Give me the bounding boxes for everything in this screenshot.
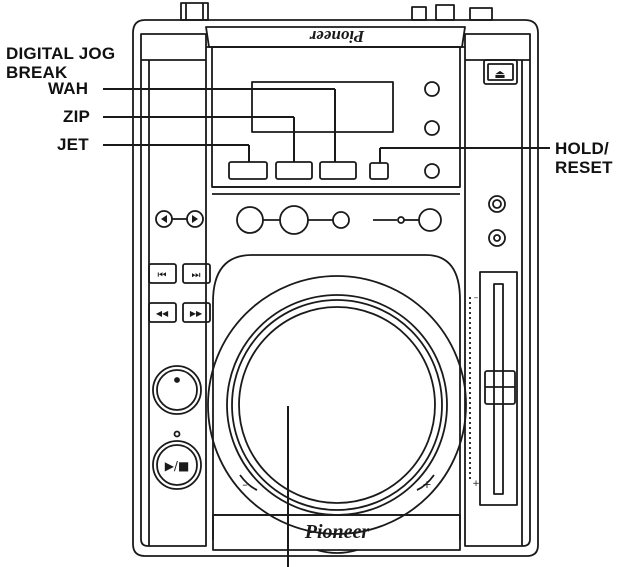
callout-hold-reset-line1: HOLD/ bbox=[555, 139, 609, 158]
callout-wah: WAH bbox=[48, 79, 89, 98]
jog-minus-label: – bbox=[242, 478, 248, 491]
right-side-panel bbox=[464, 33, 531, 547]
jog-wheel-ring-inner bbox=[231, 299, 443, 511]
jog-wheel-platter bbox=[238, 306, 436, 504]
search-fwd-icon: ▶▶ bbox=[190, 309, 203, 318]
cue-main-button-inner bbox=[156, 369, 198, 411]
left-side-panel bbox=[140, 33, 207, 547]
zip-button bbox=[275, 161, 313, 180]
brand-top: Pioneer bbox=[309, 27, 365, 46]
play-pause-button-inner bbox=[156, 444, 198, 486]
play-pause-icon: ▶/■ bbox=[165, 459, 190, 473]
top-connector-left bbox=[180, 2, 209, 21]
hold-reset-button bbox=[369, 162, 389, 180]
folder-next-icon bbox=[192, 215, 198, 223]
tempo-range-button bbox=[488, 229, 506, 247]
display-button-3 bbox=[424, 163, 440, 179]
jog-arc-left bbox=[239, 474, 258, 491]
tempo-plus-label: + bbox=[472, 479, 480, 489]
wah-button bbox=[319, 161, 357, 180]
play-led bbox=[173, 430, 181, 438]
jog-wheel-outer bbox=[207, 275, 467, 535]
play-pause-button bbox=[152, 440, 202, 490]
display-window bbox=[251, 81, 394, 133]
brand-bottom: Pioneer bbox=[304, 521, 370, 543]
bottom-brand-plate bbox=[212, 514, 461, 551]
indicator-led bbox=[397, 216, 405, 224]
display-button-2 bbox=[424, 120, 440, 136]
cue-main-button bbox=[152, 365, 202, 415]
tempo-minus-label: – bbox=[474, 293, 479, 303]
callout-digital-jog-break: DIGITAL JOG BREAK bbox=[6, 44, 115, 82]
track-next-button bbox=[182, 263, 211, 284]
jog-wheel-ring bbox=[226, 294, 448, 516]
cue-button-1 bbox=[236, 206, 264, 234]
top-connector-right-1 bbox=[411, 6, 427, 21]
tempo-slider-track bbox=[493, 283, 504, 495]
track-next-icon: ⏭ bbox=[192, 270, 201, 281]
cue-button-2 bbox=[279, 205, 309, 235]
track-prev-icon: ⏮ bbox=[158, 270, 167, 281]
folder-prev-icon bbox=[161, 215, 167, 223]
tempo-slider-frame bbox=[479, 271, 518, 506]
time-mode-button bbox=[488, 195, 506, 213]
eject-icon: ⏏ bbox=[494, 67, 505, 81]
jog-recess bbox=[212, 254, 461, 540]
cue-led bbox=[174, 377, 180, 383]
jog-arc-right bbox=[416, 474, 435, 491]
chassis-outline bbox=[132, 19, 539, 557]
eject-button bbox=[483, 59, 518, 85]
callout-jet: JET bbox=[57, 135, 89, 154]
search-fwd-button bbox=[182, 302, 211, 323]
callout-hold-reset-line2: RESET bbox=[555, 158, 613, 177]
top-connector-right-3 bbox=[469, 7, 493, 21]
callout-hold-reset: HOLD/ RESET bbox=[555, 139, 613, 177]
track-prev-button bbox=[148, 263, 177, 284]
jog-plus-label: + bbox=[422, 478, 431, 491]
search-rev-icon: ◀◀ bbox=[156, 309, 169, 318]
display-button-1 bbox=[424, 81, 440, 97]
callout-digital-jog-break-line2: BREAK bbox=[6, 63, 68, 82]
loop-button bbox=[332, 211, 350, 229]
callout-digital-jog-break-line1: DIGITAL JOG bbox=[6, 44, 116, 63]
jet-button bbox=[228, 161, 268, 180]
reloop-button bbox=[418, 208, 442, 232]
callout-zip: ZIP bbox=[63, 107, 91, 126]
top-connector-right-2 bbox=[435, 4, 455, 21]
search-rev-button bbox=[148, 302, 177, 323]
